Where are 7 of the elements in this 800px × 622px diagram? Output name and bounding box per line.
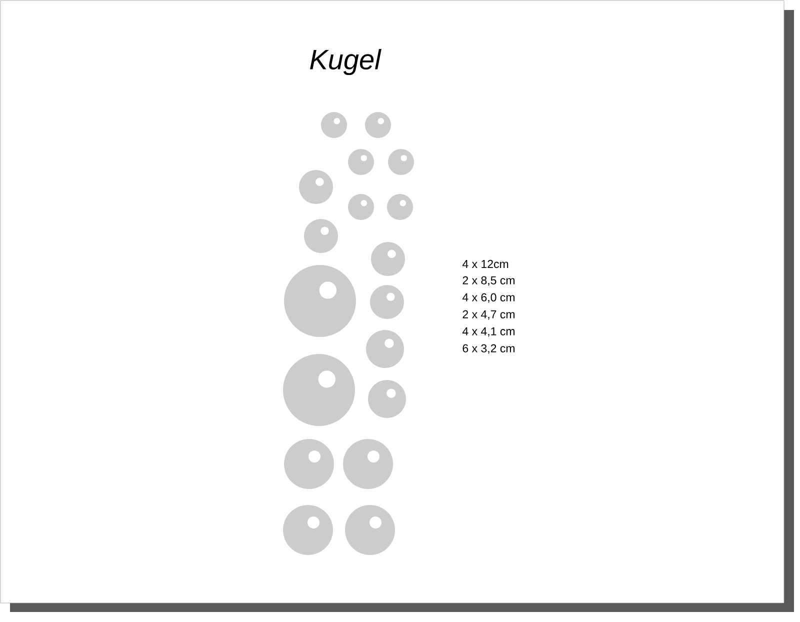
size-label: 2 x 4,7 cm bbox=[462, 310, 514, 320]
size-label: 4 x 12cm bbox=[462, 260, 508, 268]
size-label: 6 x 3,2 cm bbox=[462, 344, 514, 354]
size-label: 4 x 4,1 cm bbox=[462, 327, 514, 337]
size-label: 4 x 6,0 cm bbox=[462, 293, 514, 303]
title: Kugel bbox=[310, 48, 382, 76]
size-label: 2 x 8,5 cm bbox=[462, 276, 514, 286]
